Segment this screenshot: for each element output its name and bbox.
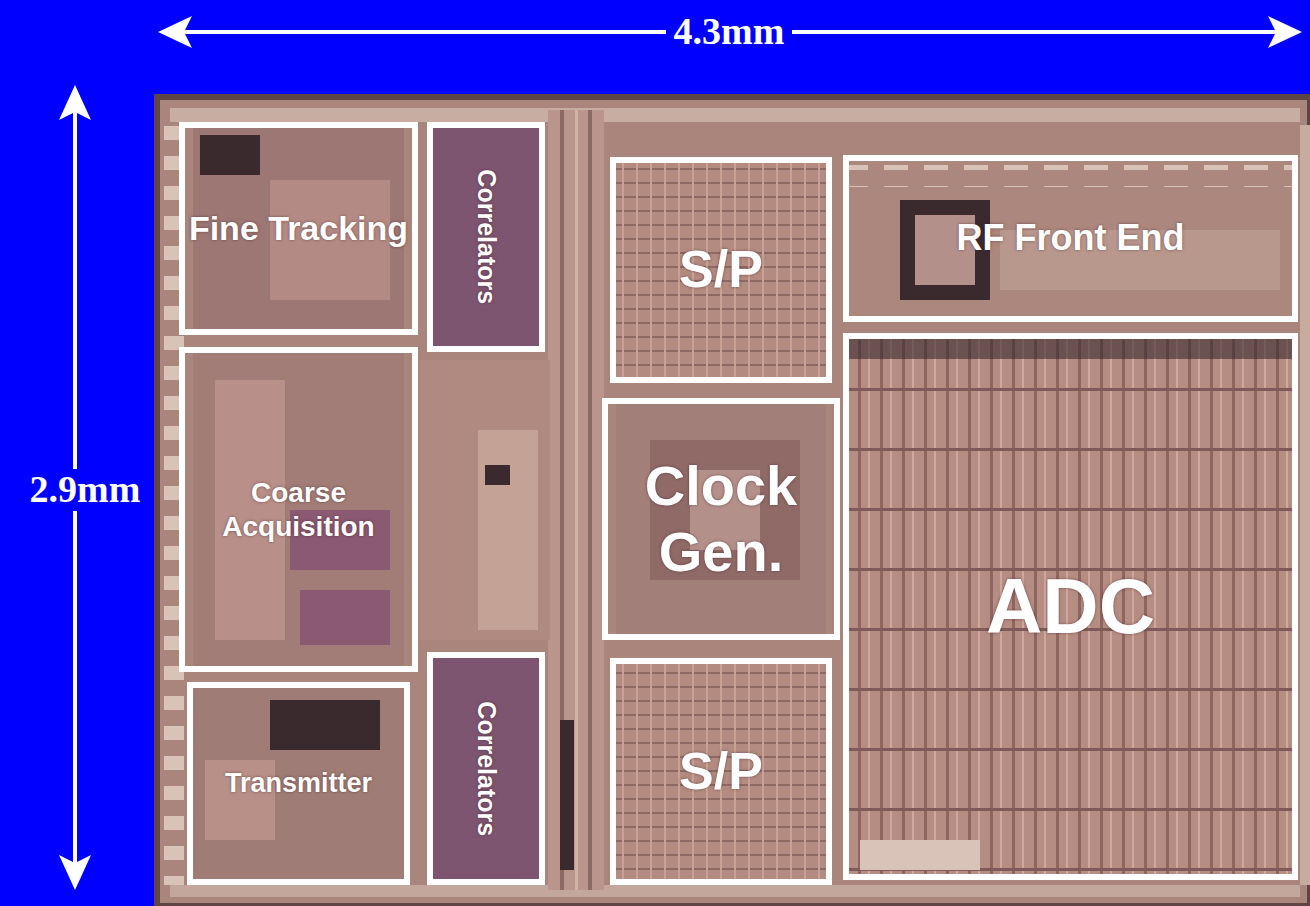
sp-block: S/P bbox=[610, 658, 832, 885]
block-label: Transmitter bbox=[225, 768, 372, 800]
adc-block: ADC bbox=[843, 333, 1298, 880]
block-label: Correlators bbox=[471, 170, 501, 305]
block-label: ADC bbox=[986, 560, 1155, 652]
rf-front-end-block: RF Front End bbox=[843, 155, 1298, 322]
dimension-label: 4.3mm bbox=[666, 11, 793, 53]
block-label: Clock Gen. bbox=[608, 453, 834, 585]
sp-block: S/P bbox=[610, 157, 832, 383]
transmitter-block: Transmitter bbox=[187, 682, 410, 885]
correlator-block: Correlators bbox=[427, 652, 545, 885]
block-label: RF Front End bbox=[957, 217, 1185, 259]
clock-gen-block: Clock Gen. bbox=[602, 398, 840, 640]
fine-tracking-block: Fine Tracking bbox=[179, 122, 418, 335]
block-label: S/P bbox=[679, 741, 763, 802]
coarse-acquisition-block: Coarse Acquisition bbox=[179, 347, 418, 672]
block-label: S/P bbox=[679, 239, 763, 300]
correlator-block: Correlators bbox=[427, 122, 545, 352]
block-label: Correlators bbox=[471, 701, 501, 836]
die bbox=[157, 97, 1310, 906]
block-label: Coarse Acquisition bbox=[185, 476, 412, 542]
dimension-label: 2.9mm bbox=[22, 469, 149, 511]
block-label: Fine Tracking bbox=[189, 208, 408, 248]
